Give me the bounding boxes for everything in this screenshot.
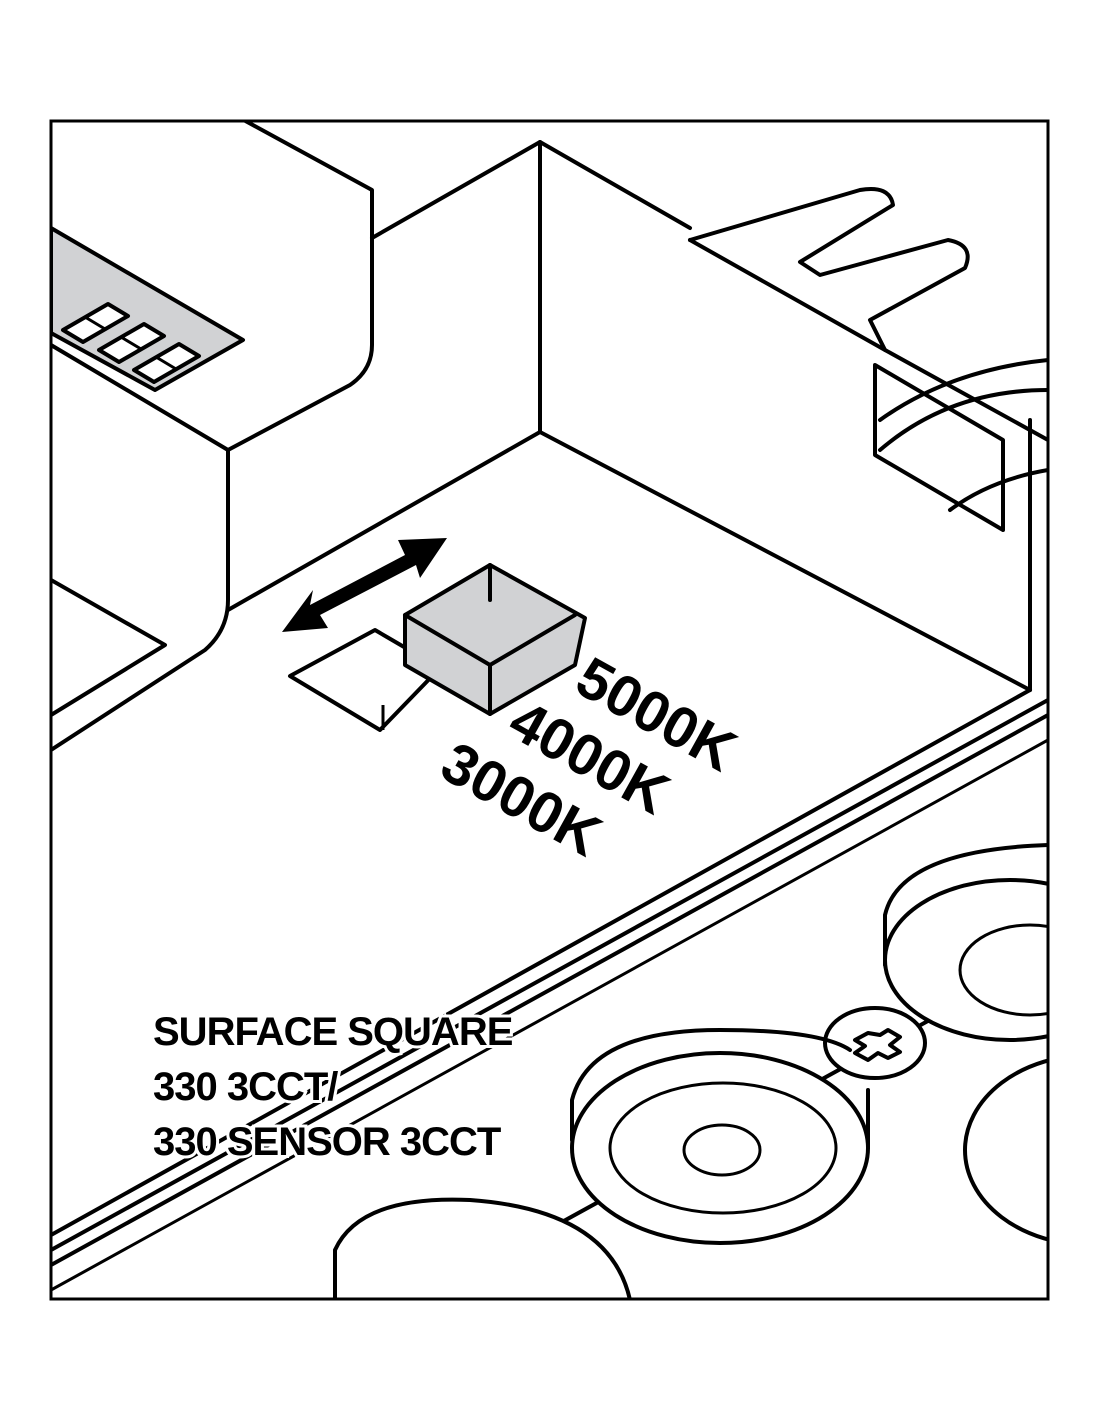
dip-switch-icon: [61, 302, 201, 384]
central-housing: [51, 140, 1048, 1299]
product-label-line-1: SURFACE SQUARE: [153, 1010, 513, 1054]
frame-border: [49, 119, 1050, 1301]
product-label-line-3: 330 SENSOR 3CCT: [153, 1120, 501, 1164]
spring-clip: [688, 187, 1048, 532]
mounting-bosses: [333, 843, 1048, 1299]
double-arrow-icon: [282, 538, 447, 632]
product-label-line-2: 330 3CCT/: [153, 1065, 338, 1109]
left-housing: [51, 121, 374, 752]
phillips-screw-icon: [853, 1028, 902, 1062]
cct-slide-switch[interactable]: [288, 563, 587, 732]
